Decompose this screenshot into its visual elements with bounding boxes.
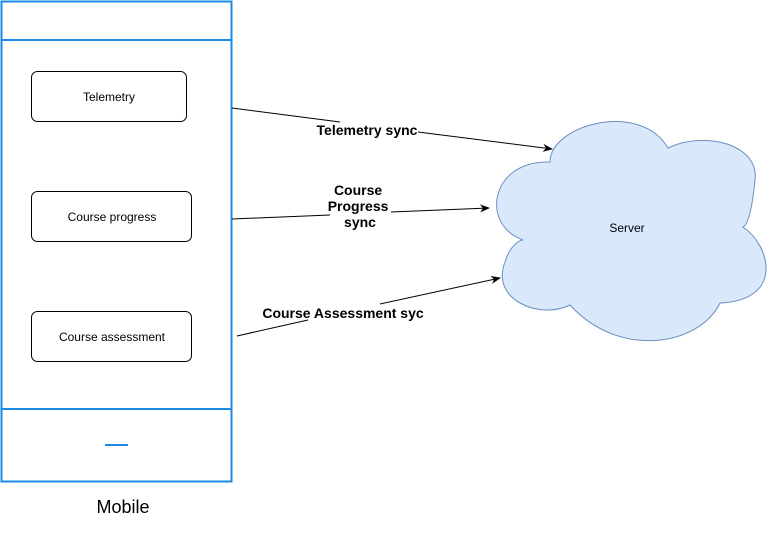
arrow-line — [390, 204, 490, 213]
component-label: Course progress — [68, 210, 157, 224]
server-label: Server — [609, 221, 644, 235]
arrow-line — [231, 214, 331, 220]
arrow-line — [417, 131, 553, 152]
component-label: Telemetry — [83, 90, 135, 104]
connection-telemetry-sync: Telemetry sync — [231, 107, 553, 152]
cloud-shape — [496, 121, 767, 342]
arrow-line — [236, 319, 309, 337]
edge-label: Telemetry sync — [317, 122, 418, 138]
component-box — [31, 311, 192, 362]
component-box — [31, 71, 187, 122]
edge-label: Course Assessment syc — [262, 305, 424, 321]
arrow-line — [379, 275, 501, 305]
arrow-line — [231, 107, 341, 123]
component-label: Course assessment — [59, 330, 166, 344]
mobile-caption: Mobile — [96, 497, 149, 517]
edge-label: Course Progress sync — [328, 182, 393, 230]
connection-course-assessment-sync: Course Assessment syc — [236, 275, 501, 337]
mobile-component-course-assessment: Course assessment — [31, 311, 192, 362]
mobile-component-course-progress: Course progress — [31, 191, 192, 242]
server-cloud: Server — [496, 121, 767, 342]
mobile-component-telemetry: Telemetry — [31, 71, 187, 122]
component-box — [31, 191, 192, 242]
connection-course-progress-sync: Course Progress sync — [231, 182, 490, 230]
